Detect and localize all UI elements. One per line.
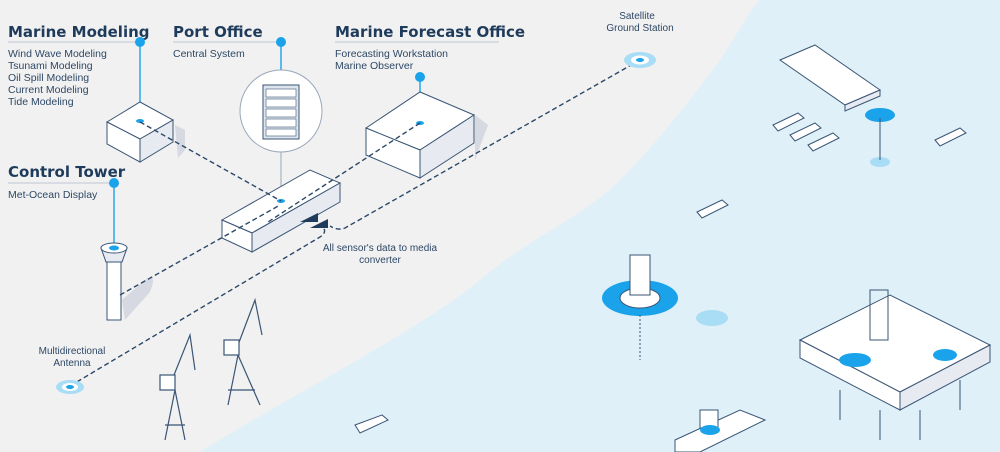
port-office-building-part bbox=[310, 219, 328, 228]
control-tower-icon bbox=[100, 242, 154, 321]
control-tower-icon-part bbox=[122, 277, 154, 320]
marine-modeling-building-part bbox=[139, 119, 174, 163]
ship-icon-part bbox=[934, 127, 967, 147]
heading-marine-forecast-office: Marine Forecast Office bbox=[335, 23, 525, 41]
oil-platform-icon-part bbox=[933, 349, 957, 361]
met-ocean-buoy-icon-part bbox=[696, 310, 728, 326]
satellite-label: Ground Station bbox=[606, 23, 673, 34]
ship-icon bbox=[696, 199, 729, 219]
research-vessel-icon bbox=[674, 409, 767, 452]
data-link bbox=[139, 121, 282, 202]
server-rack-icon-part bbox=[265, 118, 297, 128]
ship-icon-part bbox=[772, 112, 805, 132]
met-ocean-buoy-icon bbox=[602, 254, 728, 360]
converter-label: converter bbox=[359, 255, 401, 266]
heading-control-tower: Control Tower bbox=[8, 163, 126, 181]
marine-forecast-office-building-part bbox=[475, 115, 488, 160]
pin-dot bbox=[135, 37, 145, 47]
research-vessel-icon-part bbox=[700, 425, 720, 435]
ship-icon bbox=[772, 112, 805, 132]
oil-platform-icon-part bbox=[839, 380, 961, 440]
sea-area bbox=[200, 0, 1000, 452]
marine-modeling-building bbox=[105, 101, 185, 163]
pier-icon bbox=[778, 44, 882, 112]
data-link bbox=[119, 204, 281, 296]
port-office-building-part bbox=[251, 182, 341, 253]
pier-icon-part bbox=[844, 89, 881, 112]
antenna-label: Antenna bbox=[53, 358, 91, 369]
port-office-building bbox=[220, 169, 342, 253]
antenna-label: Multidirectional bbox=[39, 346, 106, 357]
heading-port-office: Port Office bbox=[173, 23, 263, 41]
item: Marine Observer bbox=[335, 60, 414, 72]
marine-forecast-office-building bbox=[364, 91, 488, 179]
satellite-ground-station-icon-part bbox=[636, 58, 644, 62]
marine-modeling-building-part bbox=[175, 125, 185, 158]
offshore-sensor-icon bbox=[865, 108, 895, 167]
item: Oil Spill Modeling bbox=[8, 72, 89, 84]
ship-icon-part bbox=[789, 122, 822, 142]
data-link bbox=[69, 225, 326, 387]
ship-icon-part bbox=[354, 414, 389, 434]
pin-dot bbox=[109, 178, 119, 188]
crane-icon bbox=[223, 297, 263, 406]
met-ocean-buoy-icon-part bbox=[629, 254, 651, 296]
offshore-sensor-icon-part bbox=[870, 157, 890, 167]
ship-icon-part bbox=[696, 199, 729, 219]
item: Current Modeling bbox=[8, 84, 89, 96]
pin-dot bbox=[415, 72, 425, 82]
ship-icon bbox=[789, 122, 822, 142]
server-rack-icon-part bbox=[265, 88, 297, 98]
offshore-sensor-icon-part bbox=[865, 108, 895, 122]
ship-icon-part bbox=[807, 132, 840, 152]
item: Forecasting Workstation bbox=[335, 48, 448, 60]
item: Met-Ocean Display bbox=[8, 189, 98, 201]
server-rack-icon-part bbox=[265, 128, 297, 137]
oil-platform-icon-part bbox=[839, 353, 871, 367]
media-converter-arrow-icon bbox=[300, 213, 318, 222]
oil-platform-icon-part bbox=[869, 289, 889, 341]
item: Tide Modeling bbox=[8, 96, 74, 108]
data-link bbox=[267, 122, 421, 223]
server-rack-icon-part bbox=[265, 108, 297, 118]
multidirectional-antenna-icon-part bbox=[66, 385, 74, 389]
heading-marine-modeling: Marine Modeling bbox=[8, 23, 150, 41]
item: Wind Wave Modeling bbox=[8, 48, 107, 60]
marine-forecast-office-building-part bbox=[419, 114, 475, 179]
converter-label: All sensor's data to media bbox=[323, 243, 438, 254]
research-vessel-icon-part bbox=[674, 409, 767, 452]
crane-icon-part bbox=[159, 374, 176, 391]
satellite-ground-station-icon bbox=[624, 52, 656, 68]
marine-modeling-building-part bbox=[136, 119, 144, 123]
multidirectional-antenna-icon bbox=[56, 380, 84, 394]
item: Tsunami Modeling bbox=[8, 60, 93, 72]
item: Central System bbox=[173, 48, 245, 60]
crane-icon-part bbox=[223, 339, 240, 356]
oil-platform-icon-part bbox=[899, 344, 991, 411]
ship-icon bbox=[934, 127, 967, 147]
oil-platform-icon bbox=[798, 289, 992, 440]
server-rack-icon-part bbox=[265, 98, 297, 108]
control-tower-icon-part bbox=[106, 257, 122, 321]
pin-dot bbox=[276, 37, 286, 47]
data-link bbox=[329, 59, 641, 230]
satellite-label: Satellite bbox=[619, 11, 655, 22]
ship-icon bbox=[807, 132, 840, 152]
server-rack-icon bbox=[239, 69, 323, 200]
control-tower-icon-part bbox=[109, 245, 119, 251]
ship-icon bbox=[354, 414, 389, 434]
crane-icon bbox=[159, 332, 196, 441]
